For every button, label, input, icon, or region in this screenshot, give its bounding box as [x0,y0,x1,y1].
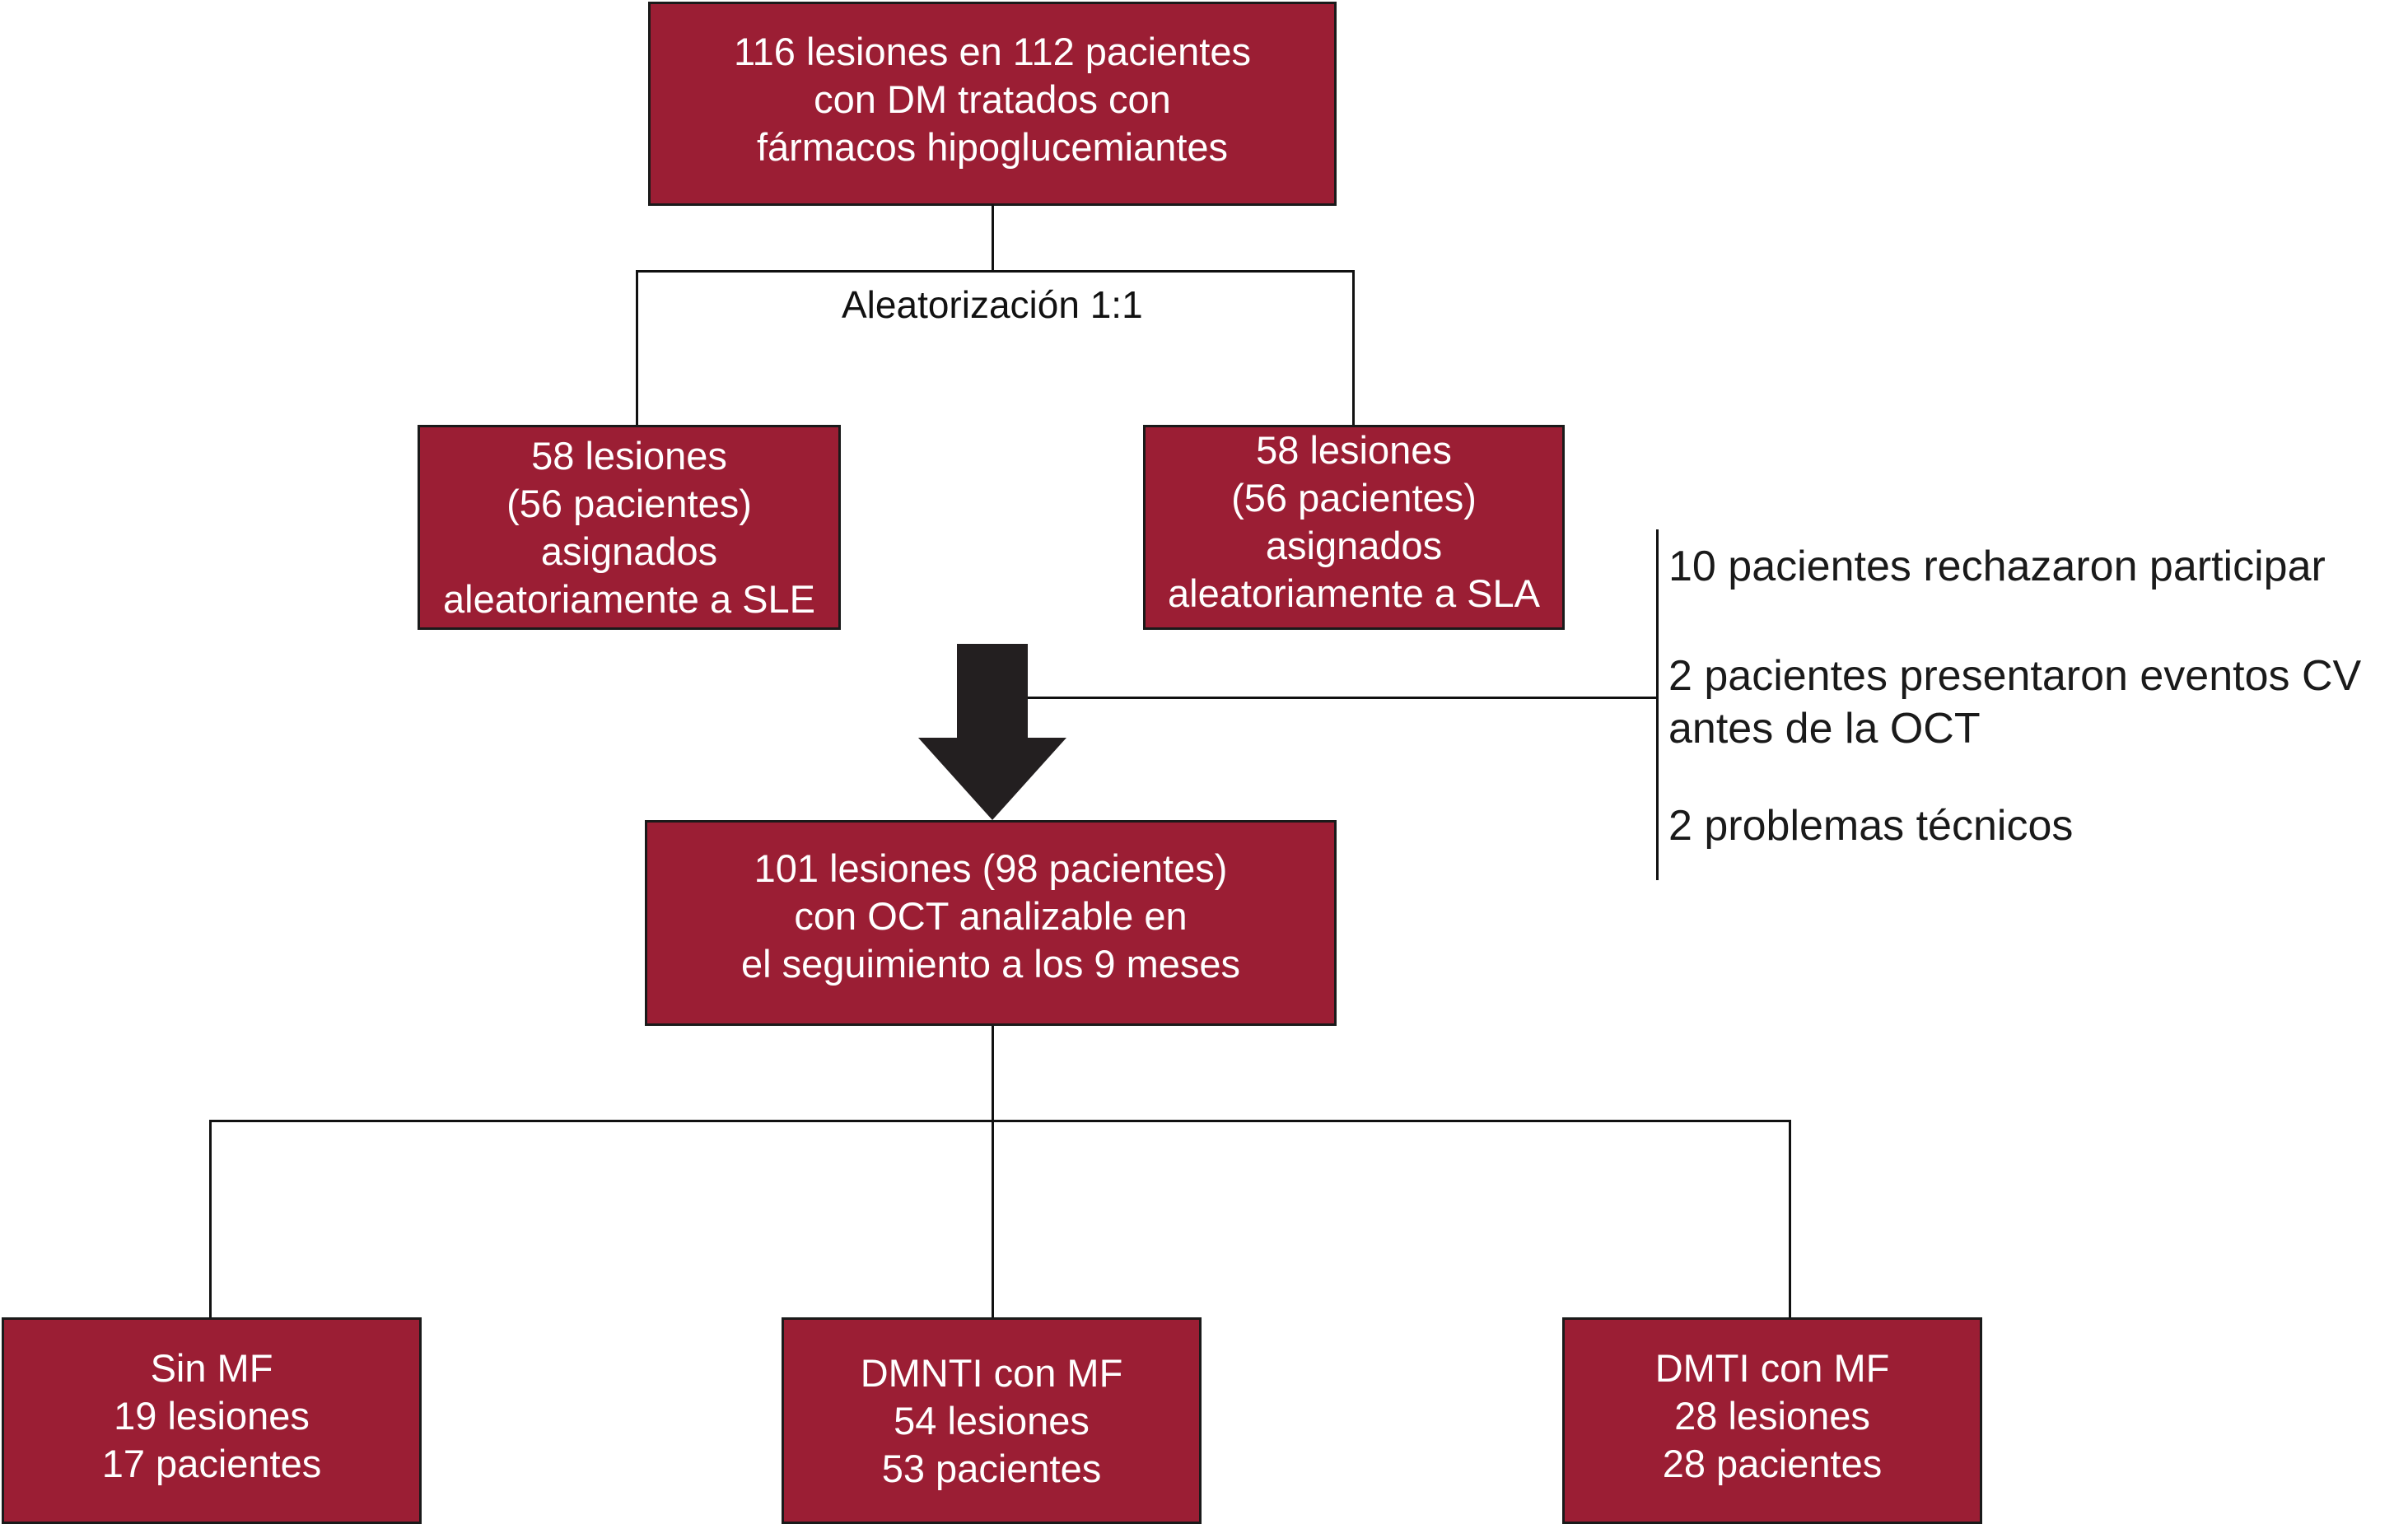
enrollment-box: 116 lesiones en 112 pacientes con DM tra… [648,2,1337,206]
group-line: 28 pacientes [1662,1441,1883,1485]
arm-sla-line: 58 lesiones [1256,427,1452,472]
group-line: 17 pacientes [101,1441,322,1485]
exclusion-item: 2 problemas técnicos [1668,799,2073,852]
connector-group-2-vertical [992,1120,994,1319]
group-box-sin-mf: Sin MF 19 lesiones 17 pacientes [2,1317,422,1524]
exclusion-line: antes de la OCT [1668,705,1981,753]
group-line: 54 lesiones [894,1398,1090,1442]
exclusion-connector-horizontal [1028,697,1658,699]
exclusion-line: 2 pacientes presentaron eventos CV [1668,652,2362,700]
arm-sla-line: (56 pacientes) [1231,475,1477,520]
followup-line: el seguimiento a los 9 meses [740,942,1241,986]
exclusion-line: 10 pacientes rechazaron participar [1668,543,2326,590]
randomization-label: Aleatorización 1:1 [842,283,1143,326]
followup-box: 101 lesiones (98 pacientes) con OCT anal… [645,820,1337,1026]
arm-sle-box: 58 lesiones (56 pacientes) asignados ale… [418,425,841,630]
enrollment-line: 116 lesiones en 112 pacientes [733,30,1251,73]
arm-sle-line: 58 lesiones [531,433,727,478]
enrollment-line: con DM tratados con [814,77,1171,121]
connector-group-3-vertical [1789,1120,1791,1319]
group-line: 53 pacientes [881,1446,1102,1490]
group-line: DMNTI con MF [860,1350,1123,1395]
connector-randomization-horizontal [636,270,1355,273]
group-line: Sin MF [150,1345,273,1390]
group-line: DMTI con MF [1654,1345,1890,1390]
connector-group-1-vertical [209,1120,212,1319]
exclusion-item: 10 pacientes rechazaron participar [1668,540,2326,593]
arm-sle-line: asignados [540,529,718,573]
enrollment-line: fármacos hipoglucemiantes [756,125,1229,169]
arm-sla-box: 58 lesiones (56 pacientes) asignados ale… [1143,425,1565,630]
exclusion-bracket-vertical [1656,529,1659,880]
connector-sla-vertical [1352,270,1355,426]
followup-line: 101 lesiones (98 pacientes) [754,846,1228,890]
arm-sle-line: (56 pacientes) [506,481,752,525]
group-line: 19 lesiones [114,1393,310,1438]
group-box-dmnti: DMNTI con MF 54 lesiones 53 pacientes [782,1317,1202,1524]
followup-line: con OCT analizable en [794,894,1188,938]
group-box-dmti: DMTI con MF 28 lesiones 28 pacientes [1562,1317,1982,1524]
connector-top-vertical [992,204,994,272]
exclusion-line: 2 problemas técnicos [1668,802,2074,850]
arrow-shaft [957,644,1028,739]
exclusion-item: 2 pacientes presentaron eventos CV antes… [1668,650,2361,755]
connector-followup-vertical [992,1026,994,1121]
arrow-head [918,738,1066,820]
down-arrow-icon [918,644,1066,820]
arm-sla-line: aleatoriamente a SLA [1167,571,1540,615]
arm-sle-line: aleatoriamente a SLE [442,576,815,621]
arm-sla-line: asignados [1265,523,1443,567]
connector-sle-vertical [636,270,638,426]
group-line: 28 lesiones [1674,1393,1870,1438]
connector-groups-horizontal [209,1120,1790,1122]
